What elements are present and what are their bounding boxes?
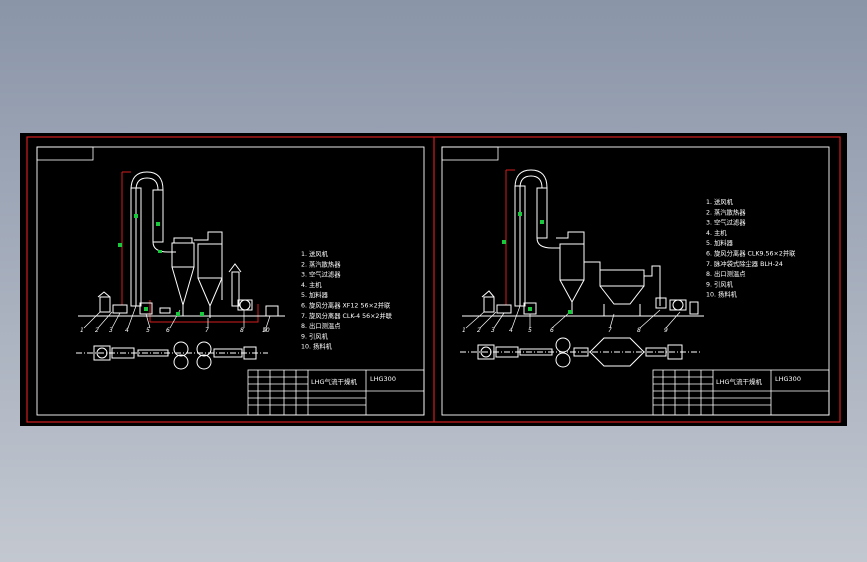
right-title-text: LHG气流干燥机 — [716, 377, 763, 386]
right-part-number: 1 — [462, 327, 466, 334]
left-legend-item: 8. 出口测温点 — [301, 321, 341, 330]
right-part-number: 2 — [477, 327, 481, 334]
left-part-number: 10 — [262, 327, 270, 334]
right-markers — [502, 212, 572, 314]
left-cyclone-1 — [171, 237, 195, 316]
left-title-block — [247, 369, 425, 416]
left-leader-lines — [83, 305, 271, 329]
left-legend-item: 4. 主机 — [301, 280, 322, 289]
left-title-code: LHG300 — [370, 375, 396, 383]
right-part-number: 5 — [528, 327, 532, 334]
right-part-number: 4 — [509, 327, 513, 334]
left-title-text: LHG气流干燥机 — [311, 377, 358, 386]
right-legend-item: 7. 脉冲袋式除尘器 BLH-24 — [706, 259, 783, 268]
left-part-numbers: 1 2 3 4 5 6 7 8 910 — [80, 327, 270, 334]
right-legend-item: 10. 扬料机 — [706, 290, 738, 299]
right-legend-item: 3. 空气过滤器 — [706, 218, 746, 227]
left-dryer-pipe — [130, 171, 176, 307]
right-legend-item: 2. 蒸汽散热器 — [706, 207, 746, 216]
right-fan — [669, 299, 699, 315]
right-sheet-border — [441, 146, 830, 416]
left-red-return — [149, 300, 259, 323]
right-part-number: 3 — [491, 327, 495, 334]
right-corner-tag — [441, 146, 499, 161]
left-plan-view — [76, 341, 268, 370]
right-part-number: 9 — [664, 327, 668, 334]
left-part-number: 5 — [146, 327, 150, 334]
right-legend-item: 8. 出口测温点 — [706, 269, 746, 278]
left-legend-item: 6. 旋风分离器 XF12 56×2并联 — [301, 301, 391, 310]
left-part-number: 8 — [240, 327, 244, 334]
right-leader-lines — [465, 305, 681, 329]
left-legend-item: 3. 空气过滤器 — [301, 270, 341, 279]
right-legend-item: 6. 旋风分离器 CLK9.56×2并联 — [706, 249, 796, 258]
left-corner-tag — [36, 146, 94, 161]
left-part-number: 4 — [125, 327, 129, 334]
right-red-line — [505, 169, 515, 305]
left-part-number: 9 — [263, 327, 267, 334]
left-fan-stack — [228, 263, 253, 311]
right-baghouse — [584, 261, 667, 316]
left-part-number: 1 — [80, 327, 84, 334]
left-part-number: 6 — [166, 327, 170, 334]
left-markers — [118, 214, 204, 316]
right-legend-item: 1. 送风机 — [706, 197, 734, 206]
left-legend-item: 5. 加料器 — [301, 290, 329, 299]
right-plan-view — [460, 337, 700, 368]
right-part-number: 8 — [637, 327, 641, 334]
right-part-numbers: 1 2 3 4 5 6 7 8 9 — [462, 327, 668, 334]
left-sheet-border — [36, 146, 425, 416]
right-part-number: 6 — [550, 327, 554, 334]
left-legend-item: 2. 蒸汽散热器 — [301, 259, 341, 268]
left-part-number: 2 — [95, 327, 99, 334]
right-title-code: LHG300 — [775, 375, 801, 383]
left-part-number: 3 — [109, 327, 113, 334]
right-legend-item: 4. 主机 — [706, 228, 727, 237]
right-legend-item: 9. 引风机 — [706, 279, 734, 288]
left-cyclone-2 — [194, 231, 223, 318]
left-red-line — [121, 171, 131, 305]
right-legend-item: 5. 加料器 — [706, 238, 734, 247]
right-part-number: 7 — [608, 327, 612, 334]
right-title-block — [652, 369, 830, 416]
left-legend-item: 1. 送风机 — [301, 249, 329, 258]
left-legend-item: 10. 扬料机 — [301, 342, 333, 351]
left-legend-item: 9. 引风机 — [301, 331, 329, 340]
left-legend-item: 7. 旋风分离器 CLK-4 56×2并联 — [301, 311, 393, 320]
left-part-number: 7 — [205, 327, 209, 334]
